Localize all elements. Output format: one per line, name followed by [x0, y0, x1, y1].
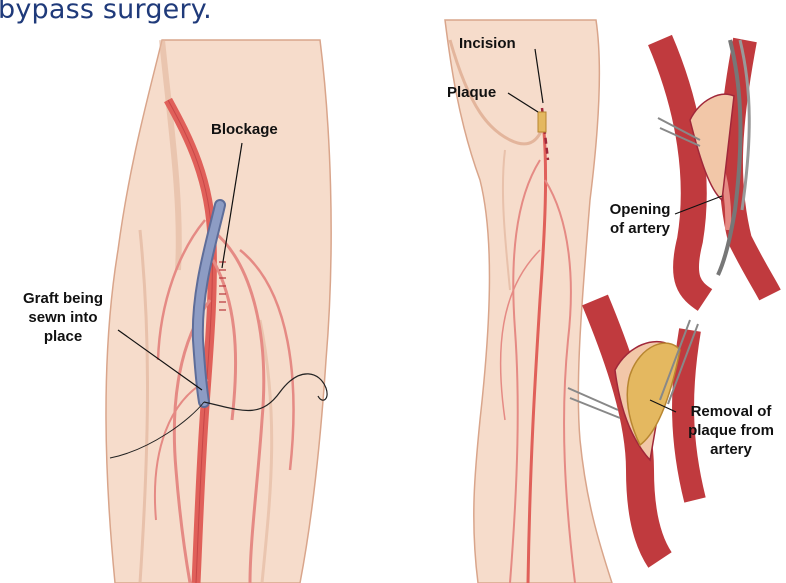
- label-graft: Graft being sewn into place: [8, 289, 118, 346]
- right-leg-illustration: [445, 20, 612, 583]
- label-opening-line1: Opening: [598, 200, 682, 219]
- plaque-mark: [538, 112, 546, 132]
- label-graft-line3: place: [8, 327, 118, 346]
- label-graft-line2: sewn into: [8, 308, 118, 327]
- label-removal-line1: Removal of: [676, 402, 786, 421]
- label-removal: Removal of plaque from artery: [676, 402, 786, 459]
- label-opening: Opening of artery: [598, 200, 682, 238]
- label-incision: Incision: [459, 34, 516, 53]
- opening-artery-inset: [658, 40, 770, 300]
- label-opening-line2: of artery: [598, 219, 682, 238]
- label-plaque: Plaque: [447, 83, 496, 102]
- label-graft-line1: Graft being: [8, 289, 118, 308]
- label-blockage: Blockage: [211, 120, 278, 139]
- label-removal-line2: plaque from: [676, 421, 786, 440]
- label-removal-line3: artery: [676, 440, 786, 459]
